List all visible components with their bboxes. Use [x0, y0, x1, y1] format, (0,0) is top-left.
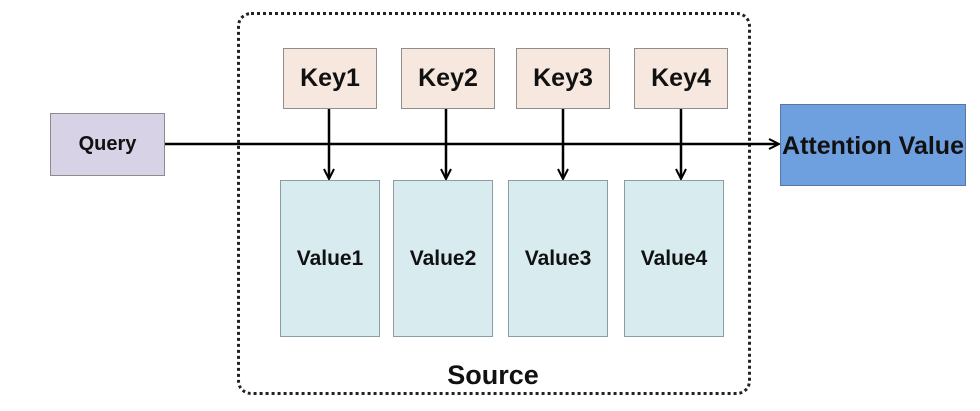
value-3-box: Value3 [508, 180, 608, 337]
source-label: Source [447, 359, 539, 390]
value-2-box: Value2 [393, 180, 493, 337]
key-4-box: Key4 [634, 48, 728, 109]
key-2-box: Key2 [401, 48, 495, 109]
source-frame [237, 12, 751, 395]
attention-value-box: Attention Value [780, 104, 966, 186]
key-3-box: Key3 [516, 48, 610, 109]
attention-value-label: Attention Value [782, 131, 964, 160]
value-1-box: Value1 [280, 180, 380, 337]
key-1-box: Key1 [283, 48, 377, 109]
value-4-box: Value4 [624, 180, 724, 337]
query-box: Query [50, 113, 165, 176]
